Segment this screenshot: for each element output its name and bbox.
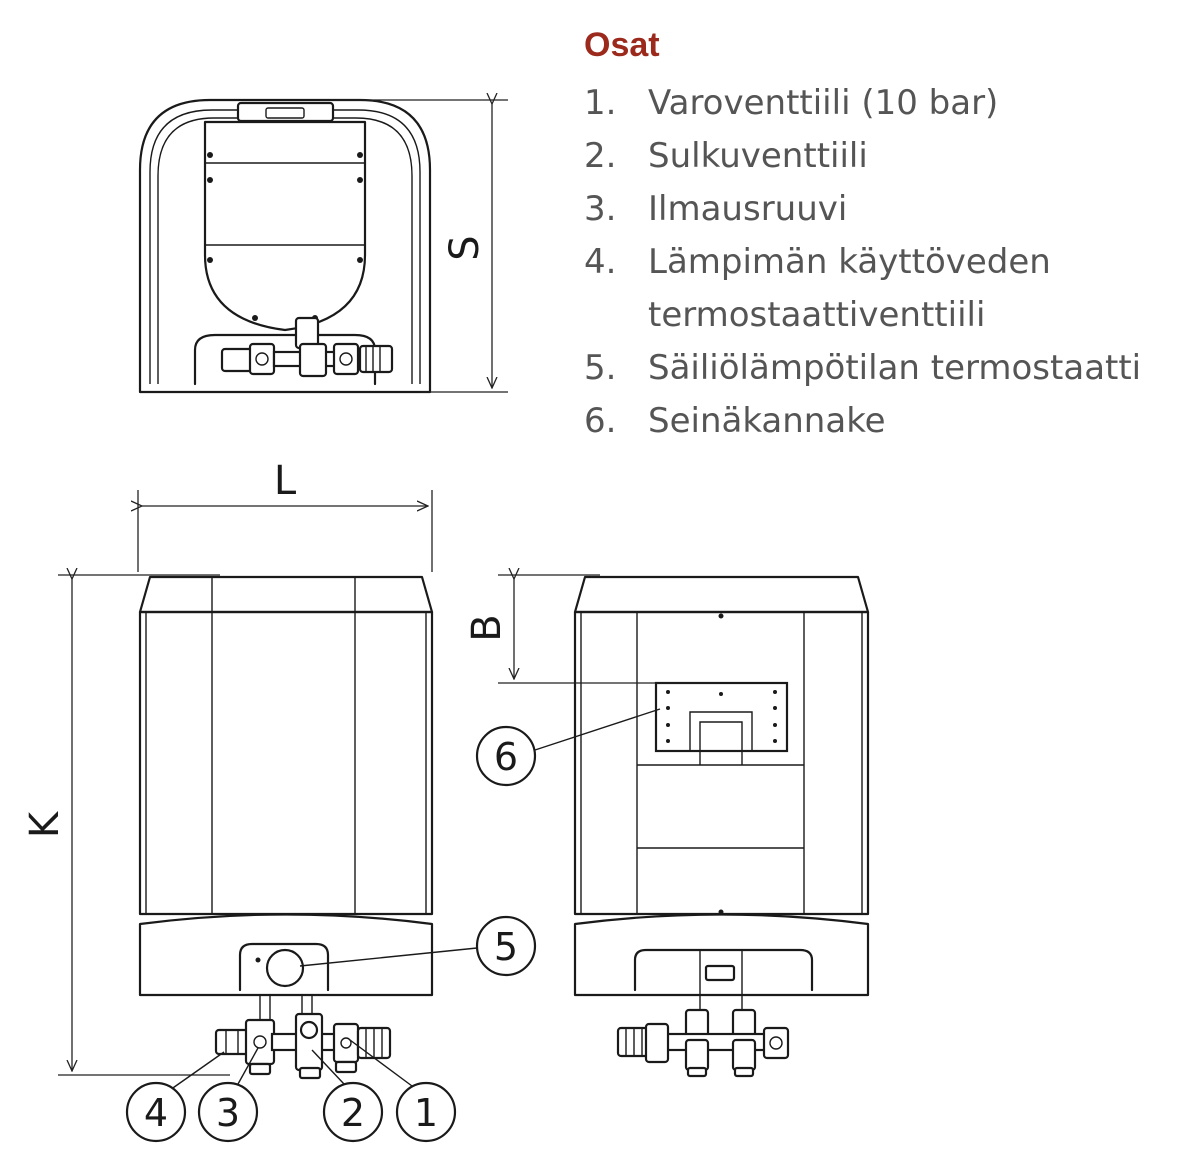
callout-1: 1	[349, 1039, 457, 1143]
callout-label-1: 1	[414, 1091, 438, 1135]
legend-title: Osat	[584, 26, 660, 64]
list-item: 4. Lämpimän käyttöveden termostaattivent…	[584, 236, 1184, 342]
item-text: Varoventtiili (10 bar)	[648, 83, 999, 123]
callout-5: 5	[299, 915, 537, 977]
callout-label-6: 6	[494, 735, 518, 779]
item-text: Ilmausruuvi	[648, 189, 848, 229]
list-item: 5. Säiliölämpötilan termostaatti	[584, 342, 1184, 395]
dimension-label-b: B	[464, 614, 510, 641]
list-item: 6. Seinäkannake	[584, 395, 1184, 448]
dimension-k: K	[22, 575, 230, 1076]
callout-label-2: 2	[341, 1091, 365, 1135]
list-item: 3. Ilmausruuvi	[584, 183, 1184, 236]
dimension-l: L	[138, 458, 433, 572]
callout-2: 2	[311, 1049, 384, 1143]
item-text: Seinäkannake	[648, 401, 886, 441]
callout-label-4: 4	[144, 1091, 168, 1135]
callout-3: 3	[197, 1047, 259, 1143]
item-number: 3.	[584, 189, 617, 229]
callout-6: 6	[475, 708, 661, 787]
dimension-b: B	[464, 575, 720, 684]
dimension-s: S	[320, 100, 508, 393]
item-number: 5.	[584, 348, 617, 388]
item-number: 1.	[584, 83, 617, 123]
list-item: 2. Sulkuventtiili	[584, 130, 1184, 183]
item-text: Sulkuventtiili	[648, 136, 868, 176]
front-view	[138, 575, 434, 1080]
item-text: Säiliölämpötilan termostaatti	[648, 348, 1142, 388]
item-text: Lämpimän käyttöveden termostaattiventtii…	[648, 242, 1051, 335]
dimension-label-k: K	[22, 810, 68, 838]
callout-4: 4	[125, 1051, 225, 1143]
list-item: 1. Varoventtiili (10 bar)	[584, 77, 1184, 130]
parts-legend: Osat 1. Varoventtiili (10 bar) 2. Sulkuv…	[584, 26, 1184, 448]
top-view	[138, 98, 432, 394]
parts-list: 1. Varoventtiili (10 bar) 2. Sulkuventti…	[584, 77, 1184, 448]
callout-label-3: 3	[216, 1091, 240, 1135]
item-number: 4.	[584, 242, 617, 282]
dimension-label-s: S	[442, 235, 488, 260]
callout-label-5: 5	[494, 925, 518, 969]
item-number: 2.	[584, 136, 617, 176]
back-view	[573, 575, 870, 1078]
dimension-label-l: L	[274, 458, 297, 504]
item-number: 6.	[584, 401, 617, 441]
